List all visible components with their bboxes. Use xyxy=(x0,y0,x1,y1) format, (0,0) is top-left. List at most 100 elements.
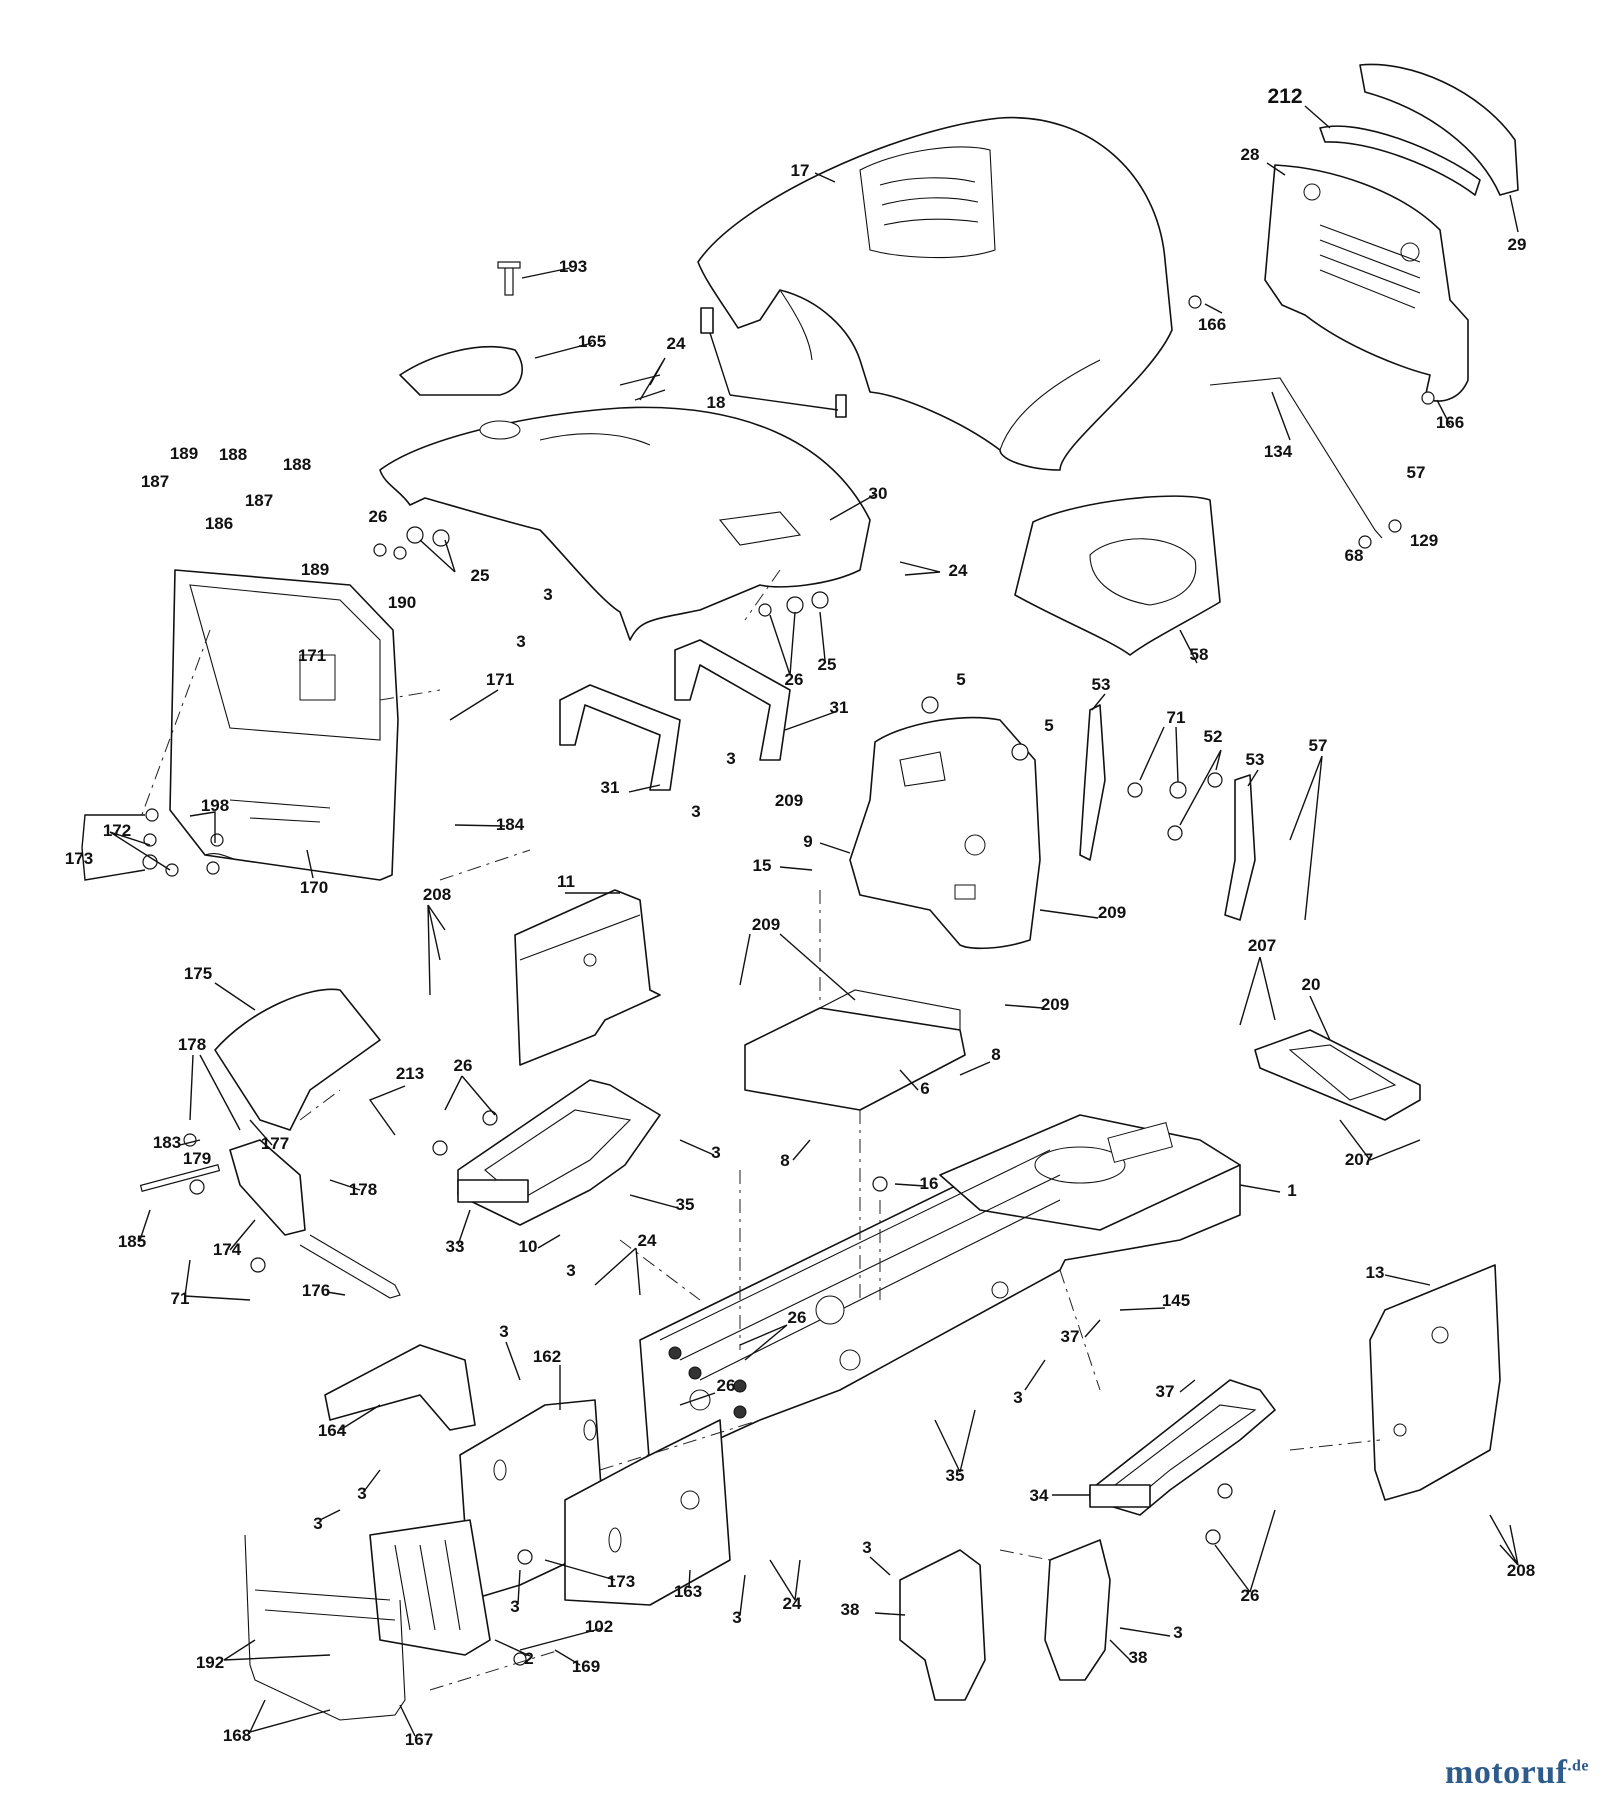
part-callout-163: 163 xyxy=(674,1582,702,1601)
hood-bracket-part xyxy=(700,307,714,334)
part-callout-208: 208 xyxy=(1507,1561,1535,1580)
part-callout-102: 102 xyxy=(585,1617,613,1636)
part-callout-3: 3 xyxy=(1173,1623,1182,1642)
part-callout-3: 3 xyxy=(516,632,525,651)
part-callout-3: 3 xyxy=(726,749,735,768)
grille-insert-part xyxy=(1319,125,1481,196)
footrest-right-part xyxy=(1089,1379,1276,1516)
part-callout-178: 178 xyxy=(178,1035,206,1054)
part-callout-165: 165 xyxy=(578,332,606,351)
grille-part xyxy=(1264,164,1469,402)
part-callout-30: 30 xyxy=(869,484,888,503)
part-callout-71: 71 xyxy=(171,1289,190,1308)
part-callout-34: 34 xyxy=(1030,1486,1049,1505)
part-callout-188: 188 xyxy=(219,445,247,464)
part-callout-178: 178 xyxy=(349,1180,377,1199)
part-callout-170: 170 xyxy=(300,878,328,897)
part-callout-3: 3 xyxy=(732,1608,741,1627)
part-callout-52: 52 xyxy=(1204,727,1223,746)
part-callout-174: 174 xyxy=(213,1240,242,1259)
part-callout-24: 24 xyxy=(638,1231,657,1250)
part-callout-145: 145 xyxy=(1162,1291,1190,1310)
part-callout-175: 175 xyxy=(184,964,212,983)
part-callout-193: 193 xyxy=(559,257,587,276)
part-callout-162: 162 xyxy=(533,1347,561,1366)
footrest-left-part xyxy=(457,1079,661,1226)
part-callout-26: 26 xyxy=(369,507,388,526)
plate-right-part xyxy=(1224,774,1256,921)
part-callout-37: 37 xyxy=(1156,1382,1175,1401)
part-callout-5: 5 xyxy=(956,670,965,689)
part-callout-26: 26 xyxy=(1241,1586,1260,1605)
hitch-plate-part xyxy=(369,1519,491,1656)
part-callout-192: 192 xyxy=(196,1653,224,1672)
bumper-part xyxy=(1359,63,1519,196)
lever-174-part xyxy=(229,1139,306,1236)
part-callout-166: 166 xyxy=(1436,413,1464,432)
part-callout-2: 2 xyxy=(524,1649,533,1668)
part-callout-189: 189 xyxy=(170,444,198,463)
part-callout-24: 24 xyxy=(949,561,968,580)
part-callout-198: 198 xyxy=(201,796,229,815)
part-callout-26: 26 xyxy=(788,1308,807,1327)
part-callout-171: 171 xyxy=(298,646,326,665)
part-callout-209: 209 xyxy=(775,791,803,810)
part-callout-3: 3 xyxy=(543,585,552,604)
part-callout-11: 11 xyxy=(557,872,575,891)
part-callout-129: 129 xyxy=(1410,531,1438,550)
part-callout-207: 207 xyxy=(1345,1150,1373,1169)
part-callout-173: 173 xyxy=(65,849,93,868)
part-callout-9: 9 xyxy=(803,832,812,851)
part-callout-171: 171 xyxy=(486,670,514,689)
part-callout-24: 24 xyxy=(667,334,686,353)
part-callout-188: 188 xyxy=(283,455,311,474)
part-callout-8: 8 xyxy=(780,1151,789,1170)
part-callout-3: 3 xyxy=(1013,1388,1022,1407)
part-callout-26: 26 xyxy=(717,1376,736,1395)
part-callout-173: 173 xyxy=(607,1572,635,1591)
dash-bezel-part xyxy=(169,569,399,881)
front-plate-part xyxy=(1369,1264,1501,1501)
hood-part xyxy=(697,116,1173,471)
part-callout-3: 3 xyxy=(510,1597,519,1616)
rod-176-part xyxy=(299,1234,401,1299)
leader-lines xyxy=(81,105,1519,1737)
rear-plate-163-part xyxy=(564,1419,731,1606)
part-callout-186: 186 xyxy=(205,514,233,533)
part-callout-183: 183 xyxy=(153,1133,181,1152)
part-callout-20: 20 xyxy=(1302,975,1321,994)
bracket-left-part xyxy=(559,684,681,791)
part-callout-3: 3 xyxy=(357,1484,366,1503)
bracket-right-part xyxy=(674,639,791,761)
watermark-tld: .de xyxy=(1567,1757,1589,1775)
part-callout-209: 209 xyxy=(752,915,780,934)
part-callout-3: 3 xyxy=(862,1538,871,1557)
part-callout-168: 168 xyxy=(223,1726,251,1745)
part-callout-187: 187 xyxy=(141,472,169,491)
axle-bracket-left-part xyxy=(899,1549,986,1701)
part-callout-29: 29 xyxy=(1508,235,1527,254)
part-callout-53: 53 xyxy=(1092,675,1111,694)
part-callout-18: 18 xyxy=(707,393,726,412)
part-callout-179: 179 xyxy=(183,1149,211,1168)
part-callout-35: 35 xyxy=(946,1466,965,1485)
part-callout-167: 167 xyxy=(405,1730,433,1749)
part-callout-10: 10 xyxy=(519,1237,538,1256)
console-shield-part xyxy=(849,716,1041,950)
part-callout-31: 31 xyxy=(830,698,849,717)
hood-bracket-part xyxy=(835,394,847,418)
part-callout-187: 187 xyxy=(245,491,273,510)
part-callout-176: 176 xyxy=(302,1281,330,1300)
part-callout-166: 166 xyxy=(1198,315,1226,334)
part-callout-35: 35 xyxy=(676,1195,695,1214)
part-callout-209: 209 xyxy=(1098,903,1126,922)
part-callout-3: 3 xyxy=(566,1261,575,1280)
part-callout-207: 207 xyxy=(1248,936,1276,955)
part-callout-185: 185 xyxy=(118,1232,146,1251)
part-callout-6: 6 xyxy=(920,1079,929,1098)
part-callout-212: 212 xyxy=(1267,85,1302,108)
part-callout-177: 177 xyxy=(261,1134,289,1153)
fuel-cover-part xyxy=(399,346,524,396)
part-callout-1: 1 xyxy=(1287,1181,1296,1200)
